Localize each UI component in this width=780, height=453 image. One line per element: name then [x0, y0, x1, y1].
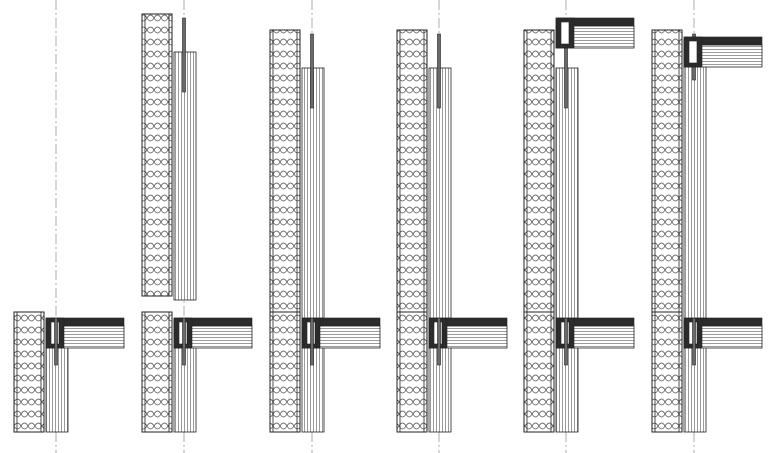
anchor-rod [310, 317, 314, 366]
insulation-panel [141, 13, 173, 297]
insulation-panel [396, 29, 428, 313]
anchor-rod [310, 33, 314, 109]
insulation-panel [141, 311, 173, 433]
anchor-rod [182, 317, 186, 366]
insulation-panel [523, 29, 555, 313]
anchor-rod [692, 317, 696, 366]
anchor-rod [437, 33, 441, 109]
joint-gap [688, 40, 698, 64]
stage-1 [13, 0, 125, 453]
stage-3 [269, 0, 381, 453]
insulation-panel [269, 311, 301, 433]
insulation-panel [13, 311, 45, 433]
insulation-panel [269, 29, 301, 313]
insulation-panel [523, 311, 555, 433]
insulation-panel [651, 29, 683, 313]
stage-6 [651, 0, 763, 453]
anchor-rod [564, 317, 568, 366]
anchor-rod [54, 317, 58, 366]
anchor-rod [182, 17, 186, 93]
insulation-panel [651, 311, 683, 433]
stage-4 [396, 0, 508, 453]
stage-2 [141, 0, 253, 453]
anchor-rod [437, 317, 441, 366]
cladding-layers [683, 39, 707, 319]
stage-5 [523, 0, 635, 453]
insulation-panel [396, 311, 428, 433]
joint-gap [560, 21, 570, 45]
